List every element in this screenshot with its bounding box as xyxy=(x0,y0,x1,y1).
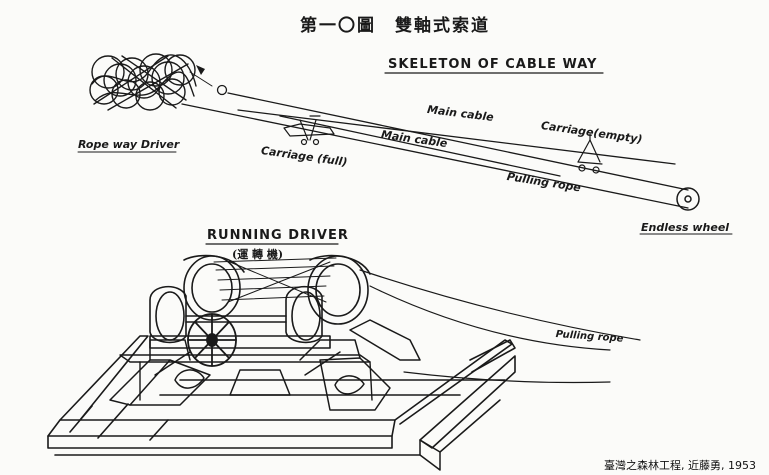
hand-wheel xyxy=(187,313,237,367)
bearing-pedestals xyxy=(109,319,421,411)
endless-wheel xyxy=(676,187,700,211)
carriage-full xyxy=(283,115,335,146)
rail-end-plate xyxy=(419,399,501,471)
running-driver-base xyxy=(47,335,516,456)
rope-way-driver-drum xyxy=(89,53,197,111)
direction-arrow-icon xyxy=(196,65,205,75)
frame-crossbars xyxy=(119,354,373,401)
main-cable-lines xyxy=(181,92,689,209)
label-running-driver: RUNNING DRIVER xyxy=(207,228,349,243)
driver-lead-line xyxy=(189,71,213,87)
rope-wraps xyxy=(213,257,337,303)
label-endless-wheel: Endless wheel xyxy=(641,221,730,234)
guide-pulley xyxy=(216,84,228,96)
image-credit: 臺灣之森林工程, 近藤勇, 1953 xyxy=(604,459,756,472)
axle-drums xyxy=(149,285,331,349)
label-running-driver-cn: (運 轉 機) xyxy=(232,248,284,261)
figure-title: 第一〇圖 雙軸式索道 xyxy=(300,16,490,36)
figure-subtitle: SKELETON OF CABLE WAY xyxy=(388,57,598,72)
carriage-empty xyxy=(577,133,603,174)
pulling-rope-lines xyxy=(359,269,641,384)
label-rope-way-driver: Rope way Driver xyxy=(78,138,180,151)
grooved-sheaves xyxy=(183,254,371,325)
